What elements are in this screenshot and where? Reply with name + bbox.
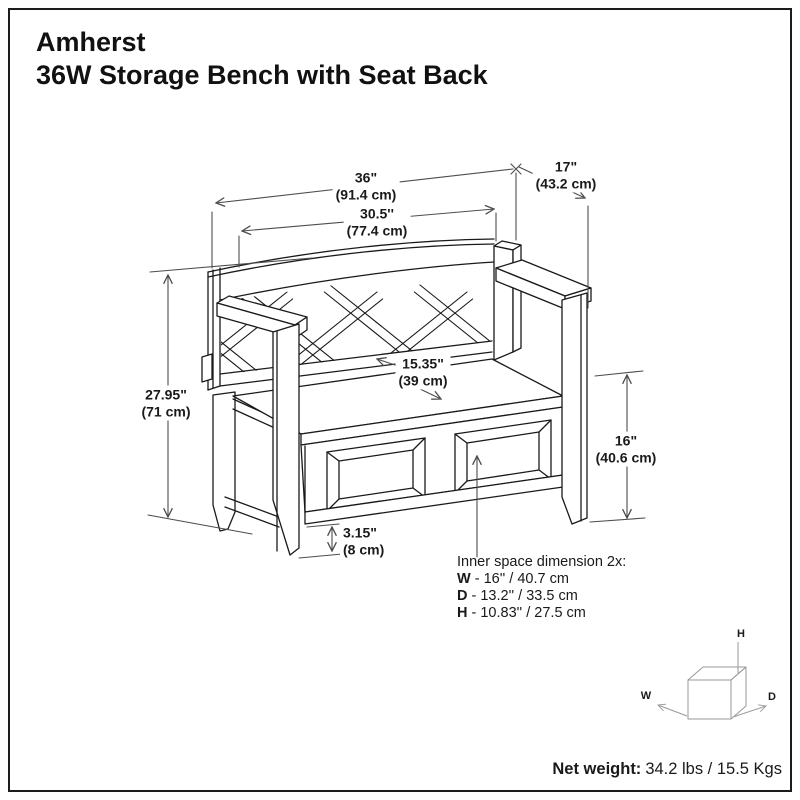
inner-space-row-d: D - 13.2'' / 33.5 cm — [457, 587, 578, 604]
inner-space-dimensions: Inner space dimension 2x: W - 16'' / 40.… — [457, 554, 627, 622]
cube-axis-d-label: D — [768, 691, 776, 703]
dim-seat-height-label: 16" (40.6 cm) — [592, 431, 660, 467]
cube-axis-w-label: W — [640, 690, 652, 702]
dim-inner-width-label: 30.5'' (77.4 cm) — [343, 204, 411, 240]
inner-space-heading: Inner space dimension 2x: — [457, 554, 627, 570]
dim-depth-label: 17" (43.2 cm) — [532, 157, 600, 193]
product-description: 36W Storage Bench with Seat Back — [36, 59, 488, 90]
net-weight-value: 34.2 lbs / 15.5 Kgs — [645, 760, 782, 778]
page-title: Amherst 36W Storage Bench with Seat Back — [36, 26, 488, 92]
bench-outline — [201, 238, 592, 556]
inner-space-row-w: W - 16'' / 40.7 cm — [457, 570, 569, 587]
product-name: Amherst — [36, 27, 146, 57]
inner-space-row-h: H - 10.83'' / 27.5 cm — [457, 604, 586, 621]
net-weight: Net weight:34.2 lbs / 15.5 Kgs — [552, 760, 782, 779]
net-weight-label: Net weight: — [552, 760, 642, 778]
dim-overall-width-label: 36" (91.4 cm) — [332, 168, 400, 204]
dim-seat-depth-label: 15.35" (39 cm) — [395, 354, 451, 390]
dimension-cube-icon — [658, 642, 766, 720]
dim-overall-height-label: 27.95" (71 cm) — [138, 385, 194, 421]
dim-clearance-label: 3.15" (8 cm) — [340, 523, 388, 559]
cube-axis-h-label: H — [737, 628, 745, 640]
